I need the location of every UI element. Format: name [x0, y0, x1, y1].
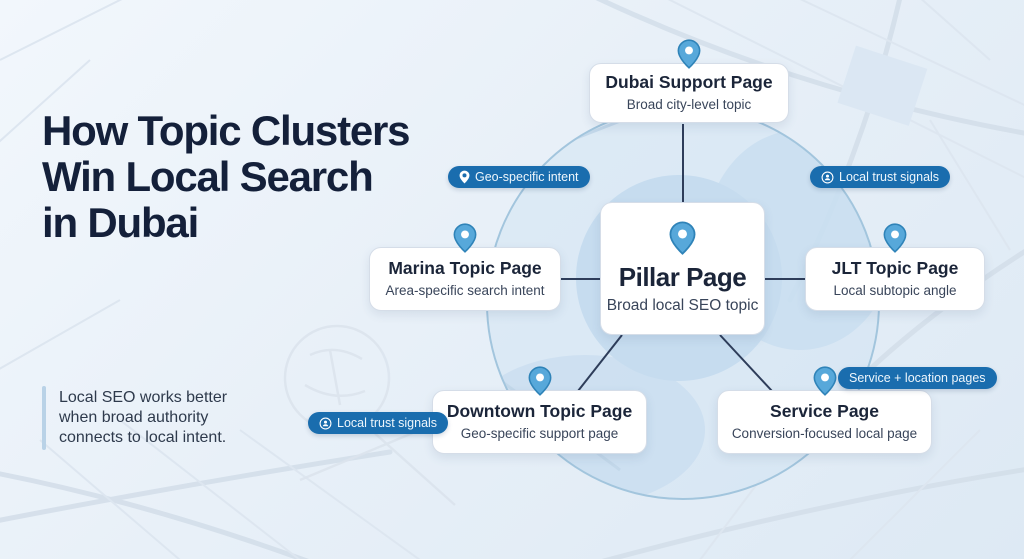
badge-label: Geo-specific intent	[475, 170, 579, 184]
node-subtitle: Area-specific search intent	[385, 283, 545, 299]
page-title-line: in Dubai	[42, 199, 199, 246]
node-pillar-page: Pillar Page Broad local SEO topic	[600, 202, 765, 335]
quote-accent-bar	[42, 386, 46, 450]
node-subtitle: Conversion-focused local page	[731, 426, 918, 442]
node-dubai-support-page: Dubai Support Page Broad city-level topi…	[589, 39, 789, 123]
node-title: Service Page	[770, 401, 879, 422]
map-pin-icon	[677, 39, 701, 69]
person-circle-icon	[319, 417, 332, 429]
map-pin-icon	[669, 221, 696, 255]
node-marina-topic-page: Marina Topic Page Area-specific search i…	[369, 223, 561, 311]
page-title-line: How Topic Clusters	[42, 107, 411, 154]
badge-service-location-pages: Service + location pages	[838, 367, 997, 389]
node-title: JLT Topic Page	[831, 258, 959, 279]
node-title: Dubai Support Page	[605, 72, 773, 93]
quote-text: Local SEO works better when broad author…	[59, 389, 228, 446]
map-pin-icon	[453, 223, 477, 253]
map-pin-icon	[459, 170, 470, 184]
map-pin-icon	[813, 366, 836, 396]
node-downtown-topic-page: Downtown Topic Page Geo-specific support…	[432, 366, 647, 454]
page-title: How Topic Clusters Win Local Search in D…	[42, 107, 411, 246]
node-subtitle: Broad city-level topic	[626, 97, 752, 113]
badge-local-trust-signals-bottom: Local trust signals	[308, 412, 449, 434]
node-subtitle: Local subtopic angle	[833, 283, 957, 299]
node-title: Marina Topic Page	[388, 258, 542, 279]
map-pin-icon	[528, 366, 551, 396]
badge-local-trust-signals-top: Local trust signals	[810, 166, 951, 188]
badge-label: Local trust signals	[839, 170, 940, 184]
map-pin-icon	[883, 223, 907, 253]
badge-label: Service + location pages	[849, 371, 986, 385]
node-jlt-topic-page: JLT Topic Page Local subtopic angle	[805, 223, 985, 311]
node-title: Pillar Page	[618, 261, 747, 292]
person-circle-icon	[821, 171, 834, 183]
badge-geo-specific-intent: Geo-specific intent	[448, 166, 590, 188]
node-title: Downtown Topic Page	[446, 401, 633, 422]
node-subtitle: Geo-specific support page	[460, 426, 619, 442]
node-service-page: Service Page Conversion-focused local pa…	[717, 366, 932, 454]
badge-label: Local trust signals	[337, 416, 438, 430]
quote: Local SEO works better when broad author…	[42, 386, 259, 450]
node-subtitle: Broad local SEO topic	[606, 297, 759, 315]
page-title-line: Win Local Search	[42, 153, 374, 200]
